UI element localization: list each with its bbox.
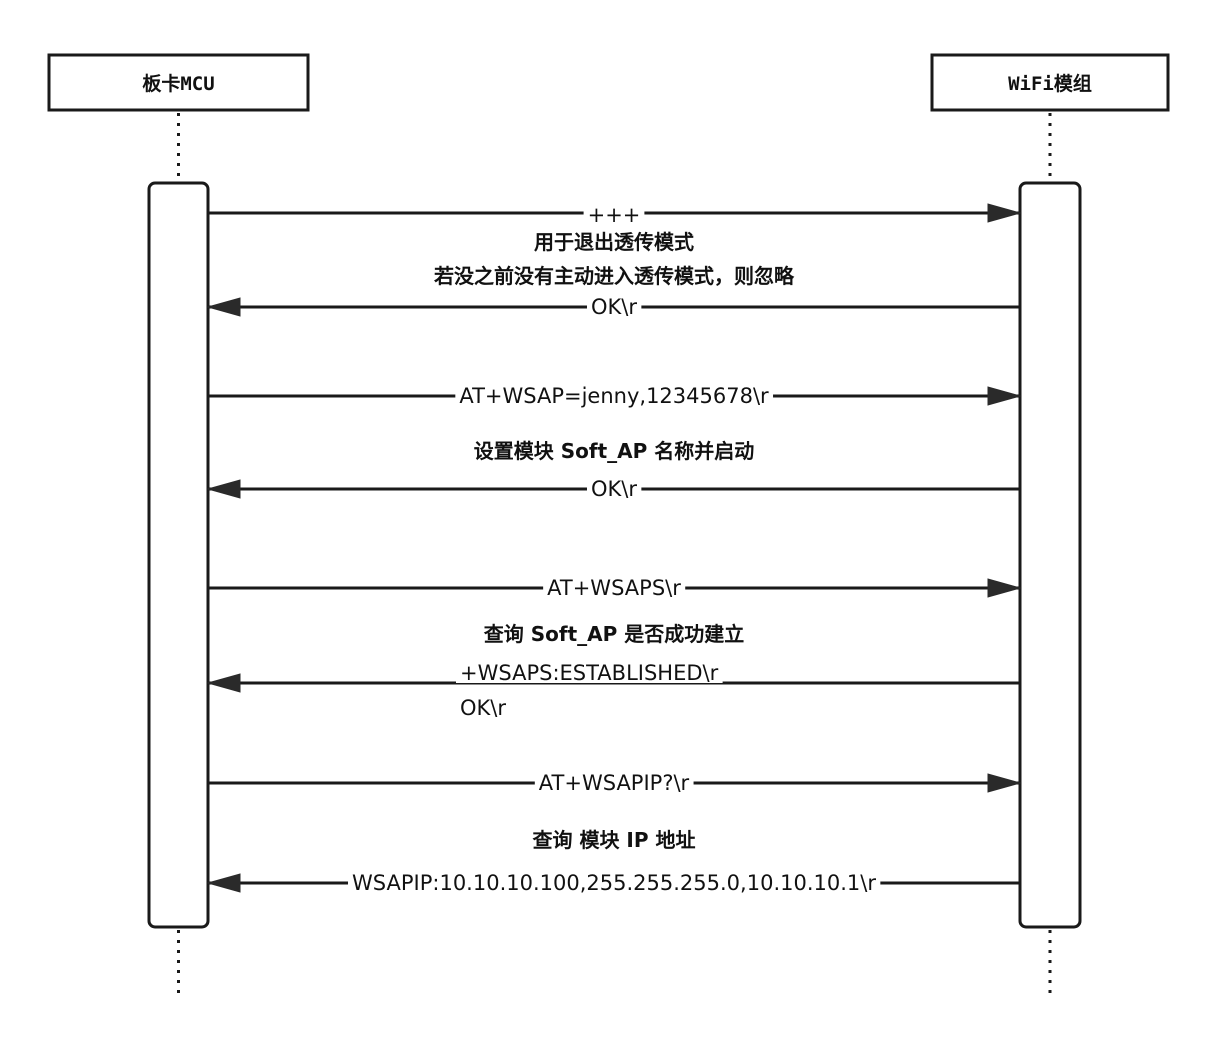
message-label-background — [586, 479, 642, 499]
message-8: WSAPIP:10.10.10.100,255.255.255.0,10.10.… — [206, 871, 1020, 895]
messages-group: +++用于退出透传模式若没之前没有主动进入透传模式，则忽略OK\rAT+WSAP… — [206, 203, 1022, 895]
message-note: 若没之前没有主动进入透传模式，则忽略 — [433, 264, 795, 288]
arrowhead-left — [206, 479, 241, 499]
message-3: AT+WSAP=jenny,12345678\r 设置模块 Soft_AP 名称并… — [208, 384, 1022, 463]
actor-wifi: WiFi模组 — [930, 53, 1170, 112]
message-4: OK\r — [206, 477, 1020, 501]
arrowhead-right — [987, 773, 1022, 793]
message-label: AT+WSAP=jenny,12345678\r — [459, 384, 769, 408]
message-5: AT+WSAPS\r 查询 Soft_AP 是否成功建立 — [208, 576, 1022, 646]
message-label-background — [586, 297, 642, 317]
message-label: WSAPIP:10.10.10.100,255.255.255.0,10.10.… — [352, 871, 876, 895]
arrowhead-left — [206, 297, 241, 317]
actor-mcu: 板卡MCU — [47, 53, 310, 112]
arrowhead-right — [987, 203, 1022, 223]
activation-mcu — [147, 181, 210, 929]
actor-wifi-box — [930, 53, 1170, 112]
message-label: AT+WSAPIP?\r — [539, 771, 690, 795]
actor-wifi-label: WiFi模组 — [1008, 72, 1092, 95]
message-6: +WSAPS:ESTABLISHED\rOK\r — [206, 661, 1020, 720]
arrowhead-left — [206, 673, 241, 693]
arrowhead-right — [987, 386, 1022, 406]
message-label-background — [543, 578, 686, 598]
message-note: 查询 Soft_AP 是否成功建立 — [484, 622, 744, 646]
message-label-background — [348, 873, 881, 893]
message-label-background — [534, 773, 694, 793]
message-2: OK\r — [206, 295, 1020, 319]
message-label: AT+WSAPS\r — [547, 576, 681, 600]
message-note: 用于退出透传模式 — [534, 230, 694, 254]
message-label-background — [455, 386, 774, 406]
message-note: 设置模块 Soft_AP 名称并启动 — [474, 439, 754, 463]
message-label-background — [583, 205, 645, 225]
activation-wifi — [1018, 181, 1082, 929]
message-label: +WSAPS:ESTABLISHED\r — [460, 661, 719, 685]
message-label: OK\r — [591, 477, 637, 501]
message-label: OK\r — [460, 696, 506, 720]
arrowhead-left — [206, 873, 241, 893]
message-label-background — [456, 663, 723, 683]
message-label: +++ — [588, 203, 641, 227]
actor-mcu-box — [47, 53, 310, 112]
actor-mcu-label: 板卡MCU — [142, 72, 214, 95]
message-7: AT+WSAPIP?\r 查询 模块 IP 地址 — [208, 771, 1022, 852]
arrowhead-right — [987, 578, 1022, 598]
message-label: OK\r — [591, 295, 637, 319]
message-note: 查询 模块 IP 地址 — [533, 828, 696, 852]
